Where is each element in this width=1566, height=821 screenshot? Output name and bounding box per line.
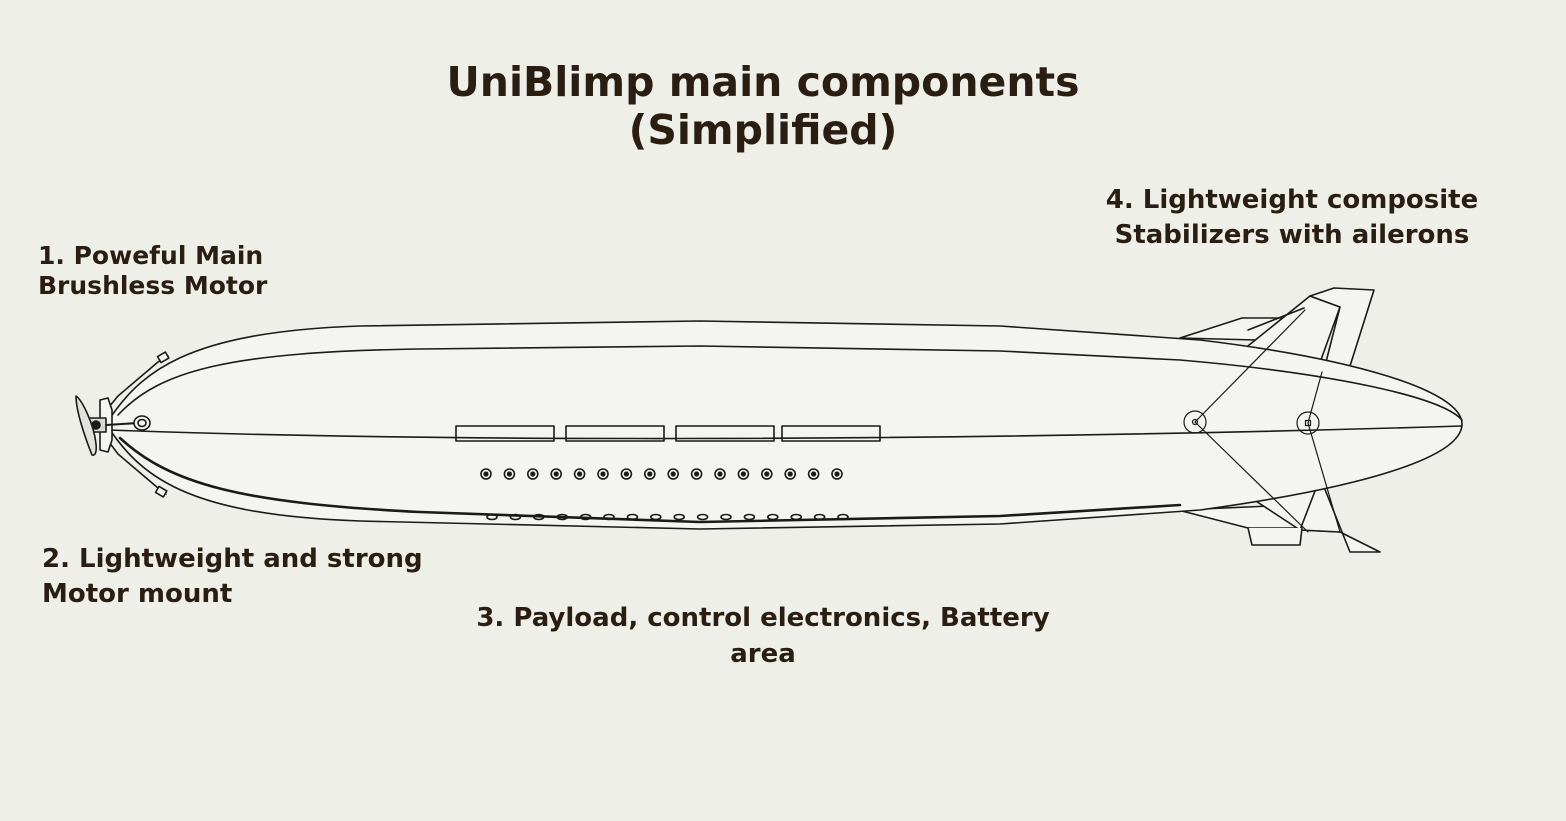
vent-row-upper <box>480 468 843 480</box>
label-stabilizers: 4. Lightweight composite Stabilizers wit… <box>1100 183 1484 253</box>
nose-cap-inner <box>137 418 147 428</box>
rear-hardpoint-1 <box>1183 410 1207 434</box>
label-payload-area-line-1: 3. Payload, control electronics, Battery <box>476 603 1050 633</box>
propeller-blade <box>75 395 98 456</box>
lower-vent-hole <box>556 513 569 521</box>
blimp-envelope <box>105 320 1463 530</box>
lower-vent-hole <box>532 513 545 521</box>
vent-hole <box>760 468 773 480</box>
payload-bay <box>455 425 881 442</box>
label-motor-mount: 2. Lightweight and strong Motor mount <box>42 542 423 612</box>
main-motor <box>75 395 151 456</box>
mount-bracket-lower <box>154 485 168 498</box>
label-motor-mount-line-2: Motor mount <box>42 579 233 609</box>
lower-vent-hole <box>696 513 709 521</box>
nose-cap <box>133 415 151 431</box>
payload-panel-1 <box>455 425 555 442</box>
label-main-motor-line-2: Brushless Motor <box>38 271 268 300</box>
label-payload-area-line-2: area <box>730 639 796 669</box>
vent-hole-center <box>834 471 840 477</box>
payload-panel-3 <box>675 425 775 442</box>
vent-hole <box>503 468 516 480</box>
propeller-hub <box>91 420 101 430</box>
vent-hole <box>526 468 539 480</box>
label-main-motor-line-1: 1. Poweful Main <box>38 241 264 270</box>
vent-hole-center <box>623 471 630 477</box>
lower-vent-hole <box>720 513 732 521</box>
lower-vent-hole <box>486 513 498 521</box>
lower-vent-hole <box>603 513 615 521</box>
lower-vent-hole <box>579 513 592 521</box>
vent-hole-center <box>600 471 606 477</box>
vent-hole <box>714 468 726 480</box>
vent-hole-center <box>787 471 793 477</box>
vent-hole <box>620 468 633 480</box>
stabilizer-bracing <box>1183 309 1341 533</box>
upper-brace-wire-b <box>1307 371 1323 424</box>
upper-fin-inner-line <box>1247 307 1305 331</box>
label-stabilizers-line-1: 4. Lightweight composite <box>1105 185 1479 215</box>
lower-vent-hole <box>790 513 803 521</box>
vent-hole-center <box>647 471 653 477</box>
envelope-upper-panel-line <box>117 345 1463 421</box>
vent-hole-center <box>576 471 583 477</box>
rear-hardpoint-2-core <box>1304 419 1312 427</box>
label-main-motor: 1. Poweful Main Brushless Motor <box>38 241 267 301</box>
vent-hole <box>737 468 750 480</box>
envelope-outline <box>105 320 1463 530</box>
vent-hole <box>643 468 656 480</box>
payload-panel-2 <box>565 425 665 442</box>
lower-fin-tab <box>1247 527 1303 546</box>
label-stabilizers-line-2: Stabilizers with ailerons <box>1114 220 1470 250</box>
title-line-1: UniBlimp main components <box>446 58 1080 106</box>
vent-hole-center <box>670 471 676 477</box>
vent-hole <box>690 468 703 480</box>
upper-brace-wire-a <box>1194 309 1306 423</box>
lower-vent-hole <box>837 513 849 521</box>
motor-shaft <box>105 422 139 426</box>
title-line-2: (Simplified) <box>628 106 898 154</box>
vent-hole <box>480 468 492 480</box>
rear-hardpoint-2 <box>1296 411 1320 435</box>
lower-brace-wire-b <box>1307 422 1341 533</box>
label-payload-area: 3. Payload, control electronics, Battery… <box>470 600 1056 672</box>
mount-bracket-upper <box>156 351 170 364</box>
vent-hole-center <box>530 471 536 477</box>
lower-brace-wire-a <box>1194 421 1309 533</box>
lower-vent-hole <box>813 513 826 521</box>
vent-hole-center <box>483 471 489 477</box>
vent-hole <box>807 468 820 480</box>
vent-hole <box>831 468 843 480</box>
lower-vent-hole <box>743 513 756 521</box>
vent-hole-center <box>764 471 770 477</box>
vent-hole-center <box>506 471 513 477</box>
vent-hole <box>597 468 609 480</box>
vent-hole-center <box>693 471 700 477</box>
vent-hole <box>573 468 586 480</box>
lower-vent-hole <box>766 513 779 521</box>
vent-hole-center <box>740 471 747 477</box>
envelope-lower-panel-line <box>118 436 1182 524</box>
vent-row-lower <box>486 513 849 521</box>
vent-hole <box>550 468 563 480</box>
diagram-title: UniBlimp main components (Simplified) <box>383 58 1143 154</box>
payload-panel-4 <box>781 425 881 442</box>
lower-vent-hole <box>673 513 686 521</box>
vent-hole <box>667 468 680 480</box>
lower-vent-hole <box>626 513 639 521</box>
vent-hole-center <box>810 471 817 477</box>
label-motor-mount-line-1: 2. Lightweight and strong <box>42 544 423 574</box>
lower-vent-hole <box>649 513 662 521</box>
vent-hole <box>784 468 797 480</box>
vent-hole-center <box>717 471 723 477</box>
rear-hardpoint-1-core <box>1191 418 1199 426</box>
lower-vent-hole <box>509 513 522 521</box>
vent-hole-center <box>553 471 559 477</box>
envelope-centerline <box>109 425 1463 440</box>
